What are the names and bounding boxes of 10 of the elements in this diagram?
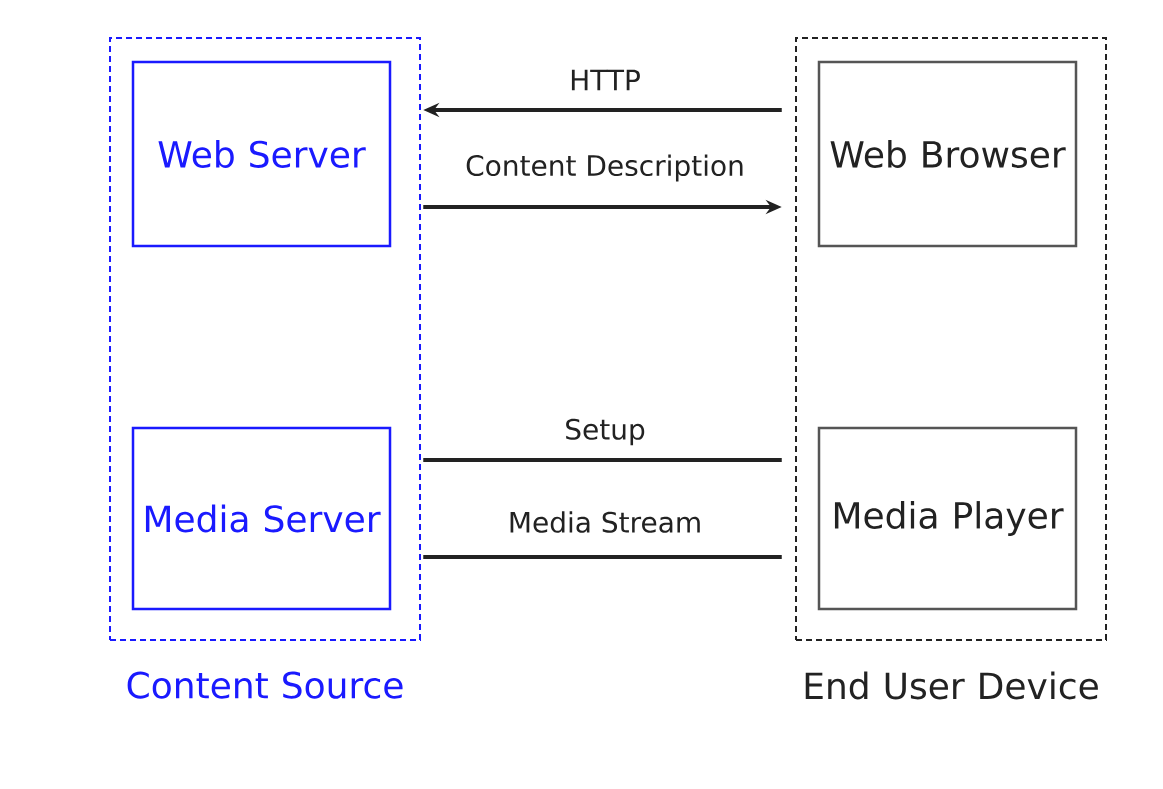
client-box: Media Player	[817, 426, 1078, 611]
edge-label: Media Stream	[505, 509, 705, 535]
server-box: Web Server	[131, 60, 392, 248]
edge-label: Setup	[562, 416, 648, 448]
edge-label: HTTP	[567, 67, 643, 93]
node-label: End User Device	[805, 671, 1098, 700]
edge-label: Content Description	[463, 152, 747, 184]
node-label: Content Source	[127, 671, 403, 699]
client-box: Web Browser	[817, 60, 1078, 248]
server-box: Media Server	[131, 426, 392, 611]
